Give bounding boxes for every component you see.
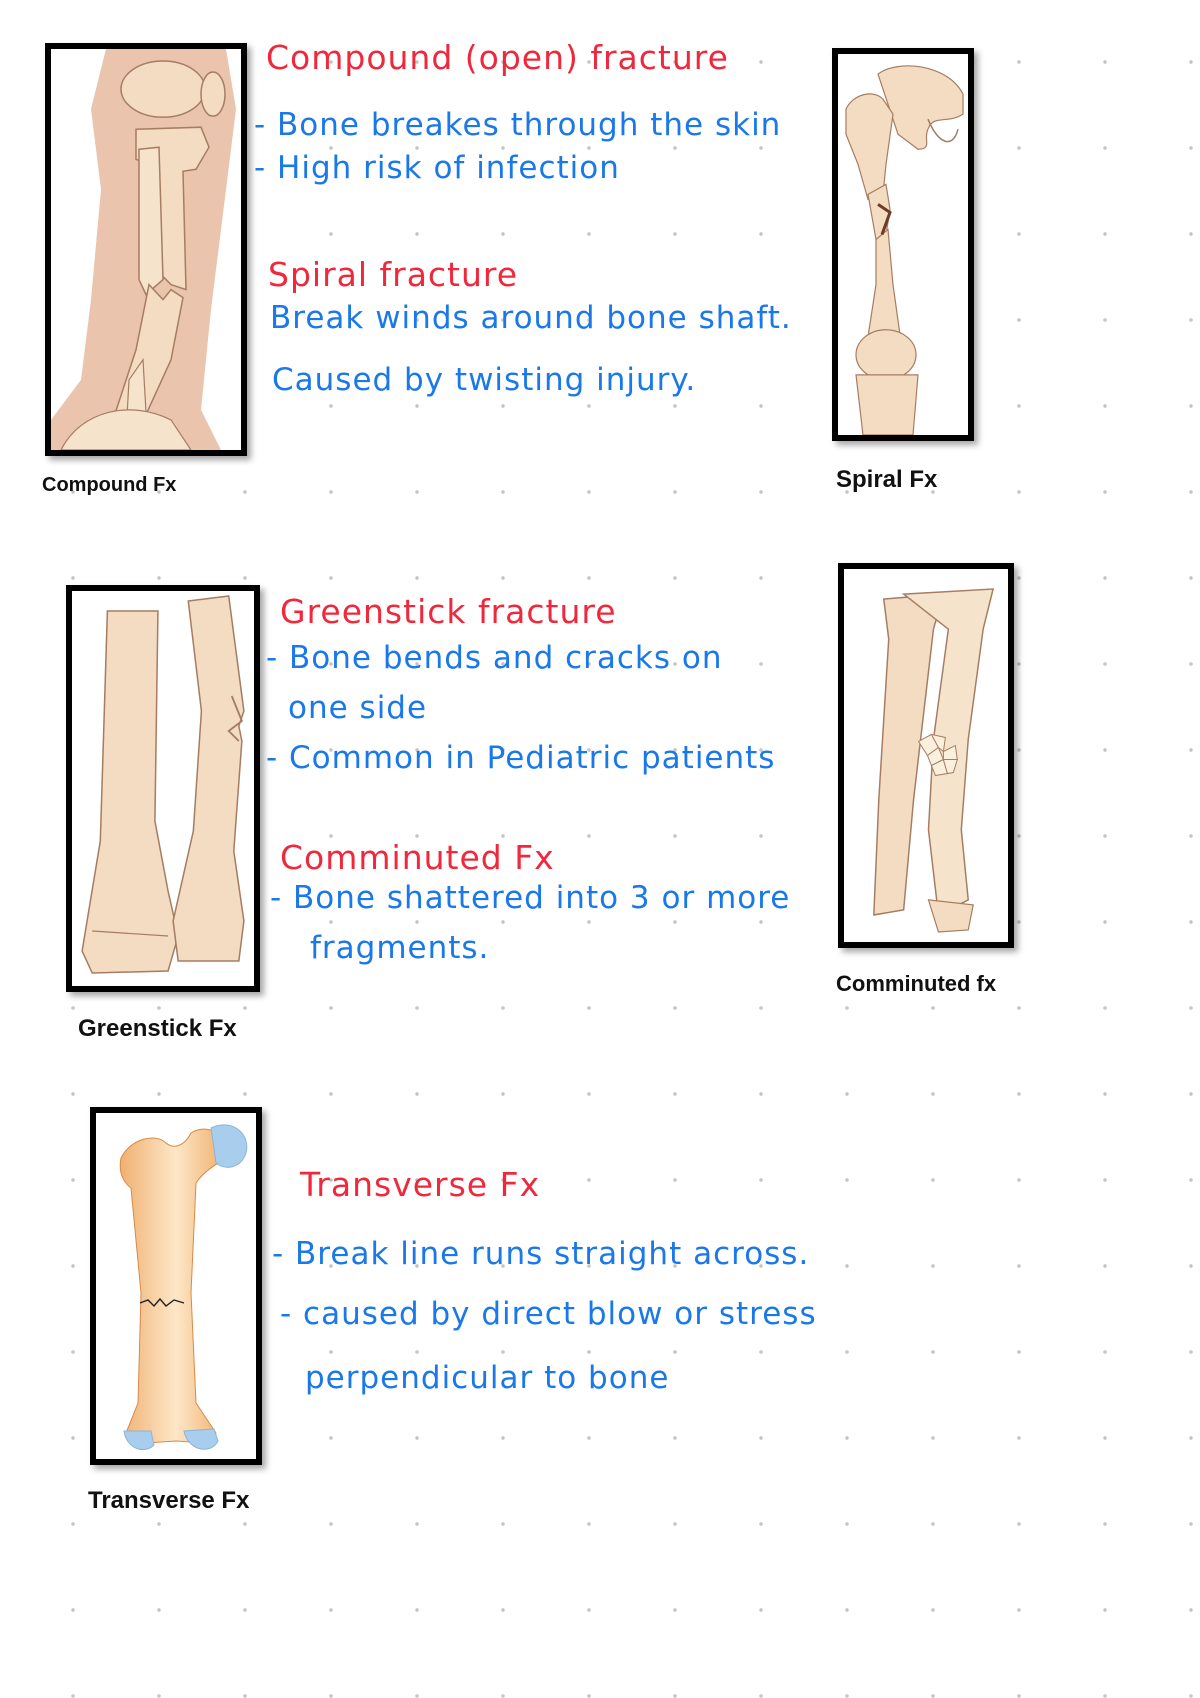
- comminuted-fracture-heading: Comminuted Fx: [280, 838, 555, 877]
- comminuted-fracture-bones-icon: [873, 588, 995, 933]
- transverse-fx-illustration: [90, 1107, 262, 1465]
- greenstick-note-1: - Bone bends and cracks on: [266, 640, 723, 676]
- compound-note-2: - High risk of infection: [254, 150, 620, 186]
- greenstick-fracture-bones-icon: [81, 595, 245, 974]
- spiral-note-2: Caused by twisting injury.: [272, 362, 697, 398]
- spiral-note-1: Break winds around bone shaft.: [270, 300, 792, 336]
- transverse-note-3: perpendicular to bone: [305, 1360, 670, 1396]
- transverse-note-2: - caused by direct blow or stress: [280, 1296, 817, 1332]
- compound-fx-caption: Compound Fx: [42, 474, 177, 496]
- greenstick-fracture-heading: Greenstick fracture: [280, 592, 617, 631]
- transverse-fx-caption: Transverse Fx: [88, 1487, 250, 1514]
- compound-fracture-leg-icon: [51, 49, 236, 450]
- comminuted-note-1: - Bone shattered into 3 or more: [270, 880, 791, 916]
- spiral-fracture-heading: Spiral fracture: [268, 255, 519, 294]
- transverse-fracture-femur-icon: [119, 1124, 248, 1450]
- greenstick-fx-caption: Greenstick Fx: [78, 1015, 237, 1042]
- compound-note-1: - Bone breakes through the skin: [254, 107, 782, 143]
- compound-fracture-heading: Compound (open) fracture: [266, 38, 729, 77]
- greenstick-fx-illustration: [66, 585, 260, 992]
- greenstick-note-2: one side: [288, 690, 428, 726]
- comminuted-fx-caption: Comminuted fx: [836, 971, 997, 996]
- spiral-fracture-femur-icon: [845, 65, 964, 435]
- transverse-fracture-heading: Transverse Fx: [300, 1165, 541, 1204]
- spiral-fx-illustration: [832, 48, 974, 441]
- compound-fx-illustration: [45, 43, 247, 456]
- comminuted-note-2: fragments.: [310, 930, 490, 966]
- comminuted-fx-illustration: [838, 563, 1014, 948]
- transverse-note-1: - Break line runs straight across.: [272, 1236, 810, 1272]
- spiral-fx-caption: Spiral Fx: [836, 466, 938, 493]
- greenstick-note-3: - Common in Pediatric patients: [266, 740, 776, 776]
